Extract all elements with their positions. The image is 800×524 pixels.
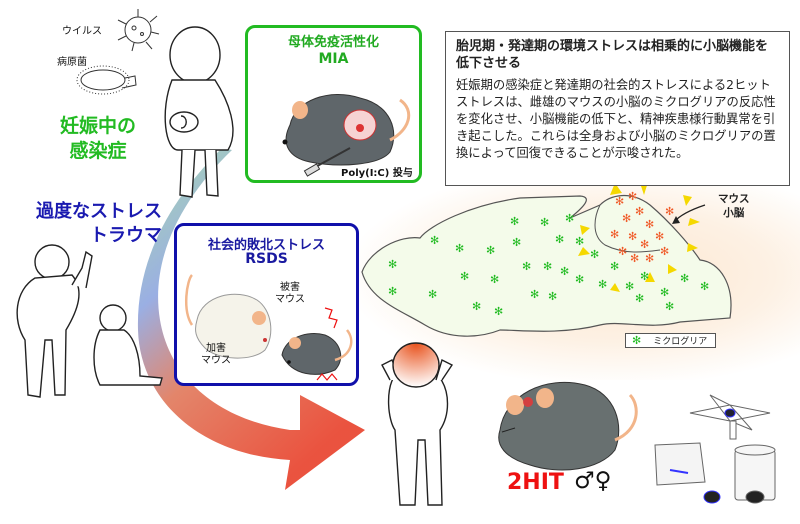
infection-label: 妊娠中の 感染症	[60, 114, 136, 164]
mia-title: 母体免疫活性化	[287, 35, 379, 50]
mia-panel: 母体免疫活性化 MIA Poly(I:C) 投与	[245, 25, 422, 183]
victim-mouse-label: 被害 マウス	[275, 282, 305, 305]
pregnant-woman-figure	[164, 26, 234, 198]
svg-text:✻: ✻	[428, 288, 437, 301]
svg-text:✻: ✻	[700, 280, 709, 293]
mouse-brain-diagram	[361, 195, 732, 337]
cerebellum-label: マウス 小脳	[718, 193, 750, 219]
svg-text:✻: ✻	[635, 205, 644, 218]
arrowhead-icon	[672, 216, 680, 224]
svg-text:✻: ✻	[598, 278, 607, 291]
virus-label: ウイルス	[62, 26, 102, 37]
svg-text:✻: ✻	[548, 290, 557, 303]
svg-text:✻: ✻	[540, 216, 549, 229]
svg-text:✻: ✻	[575, 235, 584, 248]
microglia-reactive: ✻✻✻ ✻✻✻ ✻✻✻ ✻✻✻ ✻✻	[610, 190, 674, 265]
svg-text:✻: ✻	[494, 305, 503, 318]
stress-label-line1: 過度なストレス	[36, 201, 162, 222]
svg-text:✻: ✻	[530, 288, 539, 301]
rsds-title: 社会的敗北ストレス	[207, 238, 325, 253]
svg-text:✻: ✻	[388, 258, 397, 271]
svg-text:✻: ✻	[665, 205, 674, 218]
svg-text:✻: ✻	[490, 273, 499, 286]
svg-text:✻: ✻	[655, 230, 664, 243]
social-defeat-mice-illustration	[185, 274, 353, 381]
microglia-normal: ✻✻✻ ✻✻✻ ✻✻✻ ✻✻✻ ✻✻✻ ✻✻✻ ✻✻✻ ✻✻✻ ✻✻✻ ✻✻✻ …	[388, 212, 709, 318]
svg-text:✻: ✻	[430, 234, 439, 247]
infection-label-line1: 妊娠中の	[60, 115, 137, 137]
svg-text:✻: ✻	[555, 233, 564, 246]
svg-text:✻: ✻	[618, 245, 627, 258]
svg-text:✻: ✻	[640, 270, 649, 283]
svg-text:✻: ✻	[665, 300, 674, 313]
confused-person-figure	[381, 342, 454, 506]
aggressor-mouse-label: 加害 マウス	[201, 343, 231, 366]
svg-text:✻: ✻	[625, 280, 634, 293]
rsds-subtitle: RSDS	[245, 251, 288, 267]
highlight-triangles	[578, 182, 700, 292]
microglia-icon: ✻	[632, 334, 642, 347]
svg-text:✻: ✻	[660, 286, 669, 299]
two-hit-label: 2HIT	[507, 470, 564, 495]
summary-title: 胎児期・発達期の環境ストレスは相乗的に小脳機能を低下させる	[456, 39, 769, 71]
svg-text:✻: ✻	[610, 228, 619, 241]
bacteria-icon	[76, 65, 137, 95]
behavior-test-apparatus-icons	[654, 394, 776, 504]
svg-text:✻: ✻	[472, 300, 481, 313]
sex-symbols: ♂♀	[574, 468, 612, 494]
two-hit-mouse-illustration	[498, 381, 638, 471]
infection-label-line2: 感染症	[69, 140, 127, 162]
svg-text:✻: ✻	[645, 218, 654, 231]
svg-text:✻: ✻	[460, 270, 469, 283]
svg-text:✻: ✻	[512, 236, 521, 249]
svg-text:✻: ✻	[486, 244, 495, 257]
summary-box: 胎児期・発達期の環境ストレスは相乗的に小脳機能を低下させる 妊娠期の感染症と発達…	[445, 31, 790, 186]
svg-text:✻: ✻	[635, 292, 644, 305]
stress-label: 過度なストレス トラウマ	[14, 200, 162, 248]
summary-body: 妊娠期の感染症と発達期の社会的ストレスによる2ヒットストレスは、雌雄のマウスの小…	[456, 78, 776, 160]
svg-text:✻: ✻	[628, 230, 637, 243]
svg-text:✻: ✻	[388, 285, 397, 298]
svg-text:✻: ✻	[680, 272, 689, 285]
svg-text:✻: ✻	[645, 252, 654, 265]
svg-text:✻: ✻	[543, 260, 552, 273]
svg-text:✻: ✻	[510, 215, 519, 228]
pregnant-mouse-illustration	[282, 94, 411, 177]
svg-text:✻: ✻	[622, 212, 631, 225]
svg-text:✻: ✻	[522, 260, 531, 273]
polyic-injection-label: Poly(I:C) 投与	[341, 168, 413, 179]
svg-text:✻: ✻	[590, 248, 599, 261]
svg-text:✻: ✻	[565, 212, 574, 225]
svg-text:✻: ✻	[628, 190, 637, 203]
svg-text:✻: ✻	[615, 195, 624, 208]
stressed-people-figures	[16, 244, 163, 398]
svg-text:✻: ✻	[560, 265, 569, 278]
svg-text:✻: ✻	[455, 242, 464, 255]
stress-label-line2: トラウマ	[90, 225, 162, 246]
microglia-legend: ✻ ミクログリア	[625, 333, 716, 348]
virus-icon	[117, 9, 160, 52]
rsds-panel: 社会的敗北ストレス RSDS 被害 マウス 加害 マウス	[174, 223, 359, 386]
svg-text:✻: ✻	[630, 252, 639, 265]
bacteria-label: 病原菌	[57, 57, 87, 68]
legend-label: ミクログリア	[653, 337, 708, 347]
svg-text:✻: ✻	[610, 260, 619, 273]
svg-text:✻: ✻	[575, 273, 584, 286]
mia-subtitle: MIA	[318, 51, 349, 67]
svg-text:✻: ✻	[640, 238, 649, 251]
curved-arrow	[137, 148, 365, 490]
svg-text:✻: ✻	[660, 245, 669, 258]
